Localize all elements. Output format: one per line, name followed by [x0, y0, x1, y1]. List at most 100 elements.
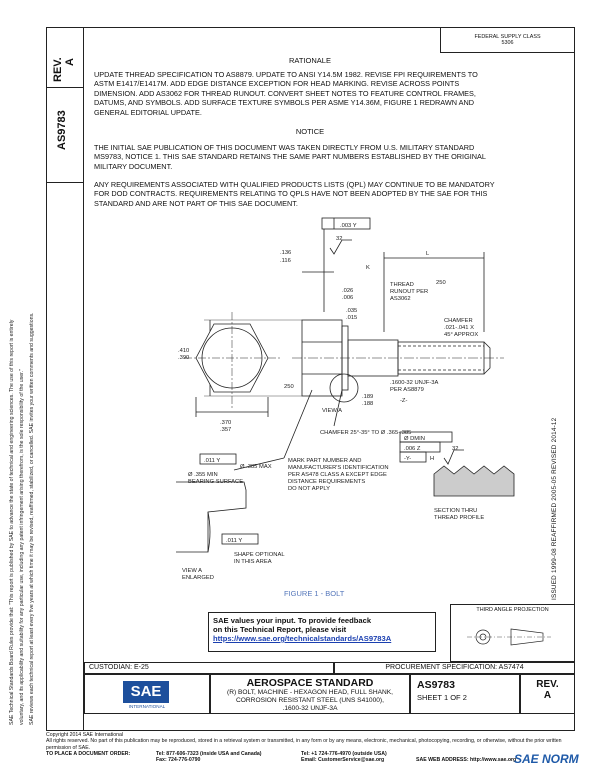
order-label: TO PLACE A DOCUMENT ORDER:: [46, 751, 131, 758]
fax: Fax: 724-776-0790: [156, 757, 201, 764]
dim-h: H: [430, 456, 434, 462]
dim-136: .136: [280, 250, 291, 256]
dim-026-b: .006: [342, 295, 353, 301]
dim-189-a: .189: [362, 394, 373, 400]
fcf-011a: .011 Y: [204, 458, 220, 464]
side-separator: [46, 87, 84, 88]
feedback-link[interactable]: https://www.sae.org/technicalstandards/A…: [213, 634, 392, 643]
web[interactable]: SAE WEB ADDRESS: http://www.sae.org: [416, 757, 517, 764]
dim-410-b: .390: [178, 355, 189, 361]
doc-cell: AS9783 SHEET 1 OF 2: [410, 674, 520, 714]
rationale-text: UPDATE THREAD SPECIFICATION TO AS8879. U…: [94, 70, 534, 117]
marking-3: PER AS478 CLASS A EXCEPT EDGE: [288, 472, 387, 478]
surface-32c: 32: [452, 446, 458, 452]
fcf-006: .006 Z: [404, 446, 421, 452]
fcf-top-text: .003 Y: [340, 223, 357, 229]
side-disclaimer-3: SAE reviews each technical report at lea…: [29, 312, 35, 726]
procurement: PROCUREMENT SPECIFICATION: AS7474: [385, 664, 524, 671]
aerospace-heading: AEROSPACE STANDARD: [246, 677, 374, 689]
rationale-title: RATIONALE: [289, 56, 331, 65]
side-disclaimer-2: voluntary, and its applicability and sui…: [19, 369, 25, 725]
projection-box: THIRD ANGLE PROJECTION: [450, 604, 575, 662]
rev-label: REV.: [536, 679, 559, 690]
rationale-line: DIMENSION. ADD AS3062 FOR THREAD RUNOUT.…: [94, 88, 476, 98]
view-a-enl-1: VIEW A: [182, 568, 202, 574]
side-doc-id: AS9783: [56, 110, 68, 150]
fcf-top-frame: [321, 217, 371, 230]
notice-line: MILITARY DOCUMENT.: [94, 161, 173, 171]
sae-logo-sub: INTERNATIONAL: [128, 704, 166, 709]
custodian-cell: CUSTODIAN: E-25: [84, 662, 334, 674]
projection-symbol: [467, 628, 551, 646]
marking-1: MARK PART NUMBER AND: [288, 458, 361, 464]
notice-line: THE INITIAL SAE PUBLICATION OF THIS DOCU…: [94, 143, 475, 152]
dia-355-a: Ø .355 MIN: [188, 472, 218, 478]
logo-cell: SAE INTERNATIONAL: [84, 674, 210, 714]
side-disclaimer-1: SAE Technical Standards Board Rules prov…: [9, 319, 15, 725]
thread-runout-3: AS3062: [390, 296, 411, 302]
section-1: SECTION THRU: [434, 508, 477, 514]
bolt-drawing: .003 Y .136 .116 32 K L 250 THREAD RUNOU…: [176, 217, 515, 598]
tel2: Tel: +1 724-776-4970 (outside USA): [301, 751, 387, 758]
chamfer-3: 45° APPROX: [444, 332, 478, 338]
thread-runout-1: THREAD: [390, 282, 414, 288]
dim-189-b: .188: [362, 401, 373, 407]
notice-title: NOTICE: [295, 127, 325, 136]
section-2: THREAD PROFILE: [434, 515, 484, 521]
feedback-line1: SAE values your input. To provide feedba…: [213, 616, 372, 625]
dim-370-a: .370: [220, 420, 231, 426]
surface-250a: 250: [436, 280, 446, 286]
title-cell: AEROSPACE STANDARD (R) BOLT, MACHINE - H…: [210, 674, 410, 714]
footer: Copyright 2014 SAE International All rig…: [46, 732, 566, 765]
title-desc-3: .1600-32 UNJF-3A: [282, 705, 338, 712]
dim-k: K: [366, 265, 370, 271]
projection-label: THIRD ANGLE PROJECTION: [476, 607, 549, 613]
side-separator: [46, 182, 84, 183]
side-column: [46, 27, 84, 731]
order-info: TO PLACE A DOCUMENT ORDER: Tel: 877-606-…: [46, 751, 566, 765]
chamfer-2: .021-.041 X: [444, 325, 474, 331]
marking-5: DO NOT APPLY: [288, 486, 330, 492]
surface-250b: 250: [284, 384, 294, 390]
side-rev-value: A: [64, 58, 76, 66]
datum-y: -Y-: [404, 456, 411, 462]
sheet-number: SHEET 1 OF 2: [417, 693, 467, 702]
copyright: Copyright 2014 SAE International: [46, 732, 123, 738]
dia-355-b: BEARING SURFACE: [188, 479, 243, 485]
notice-para-2: ANY REQUIREMENTS ASSOCIATED WITH QUALIFI…: [94, 180, 534, 208]
rationale-line: ASTM E1417/E1417M. ADD EDGE DISTANCE EXC…: [94, 79, 460, 89]
chamfer-2-label: CHAMFER 25°-35° TO Ø .365-.385: [320, 430, 411, 436]
marking-4: DISTANCE REQUIREMENTS: [288, 479, 365, 485]
dia-385: Ø .385 MAX: [240, 464, 272, 470]
thread-spec-2: PER AS8879: [390, 387, 424, 393]
view-a-label: VIEW A: [322, 408, 342, 414]
rights: All rights reserved. No part of this pub…: [46, 738, 562, 751]
dim-035-b: .015: [346, 315, 357, 321]
notice-para-1: THE INITIAL SAE PUBLICATION OF THIS DOCU…: [94, 143, 534, 171]
datum-z: -Z-: [400, 398, 407, 404]
feedback-box: SAE values your input. To provide feedba…: [208, 612, 436, 652]
custodian: CUSTODIAN: E-25: [89, 664, 149, 671]
side-rev-label: REV.: [52, 57, 64, 82]
fillet-2: IN THIS AREA: [234, 559, 272, 565]
rev-value: A: [543, 690, 552, 701]
notice-line: ANY REQUIREMENTS ASSOCIATED WITH QUALIFI…: [94, 180, 495, 189]
rationale-line: DATUMS, AND SYMBOLS. ADD SURFACE TEXTURE…: [94, 98, 475, 108]
rev-cell: REV. A: [520, 674, 575, 714]
fsc-box: FEDERAL SUPPLY CLASS 5306: [440, 27, 575, 53]
dim-410-a: .410: [178, 348, 189, 354]
fsc-line2: 5306: [501, 40, 514, 46]
rationale-line: GENERAL EDITORIAL UPDATE.: [94, 107, 202, 117]
dim-026-a: .026: [342, 288, 353, 294]
fcf-dmin: Ø DMIN: [404, 436, 425, 442]
fcf-011b: .011 Y: [226, 538, 242, 544]
sae-logo: SAE: [123, 681, 169, 703]
rationale-line: UPDATE THREAD SPECIFICATION TO AS8879. U…: [94, 70, 478, 79]
tel1: Tel: 877-606-7323 (inside USA and Canada…: [156, 751, 262, 758]
doc-number: AS9783: [417, 679, 455, 691]
title-desc-2: CORROSION RESISTANT STEEL (UNS S41000),: [236, 697, 384, 704]
email: Email: CustomerService@sae.org: [301, 757, 385, 764]
page-frame: [46, 27, 575, 731]
dim-116: .116: [280, 258, 291, 264]
notice-line: STANDARD AND ARE NOT PART OF THIS SAE DO…: [94, 198, 298, 208]
